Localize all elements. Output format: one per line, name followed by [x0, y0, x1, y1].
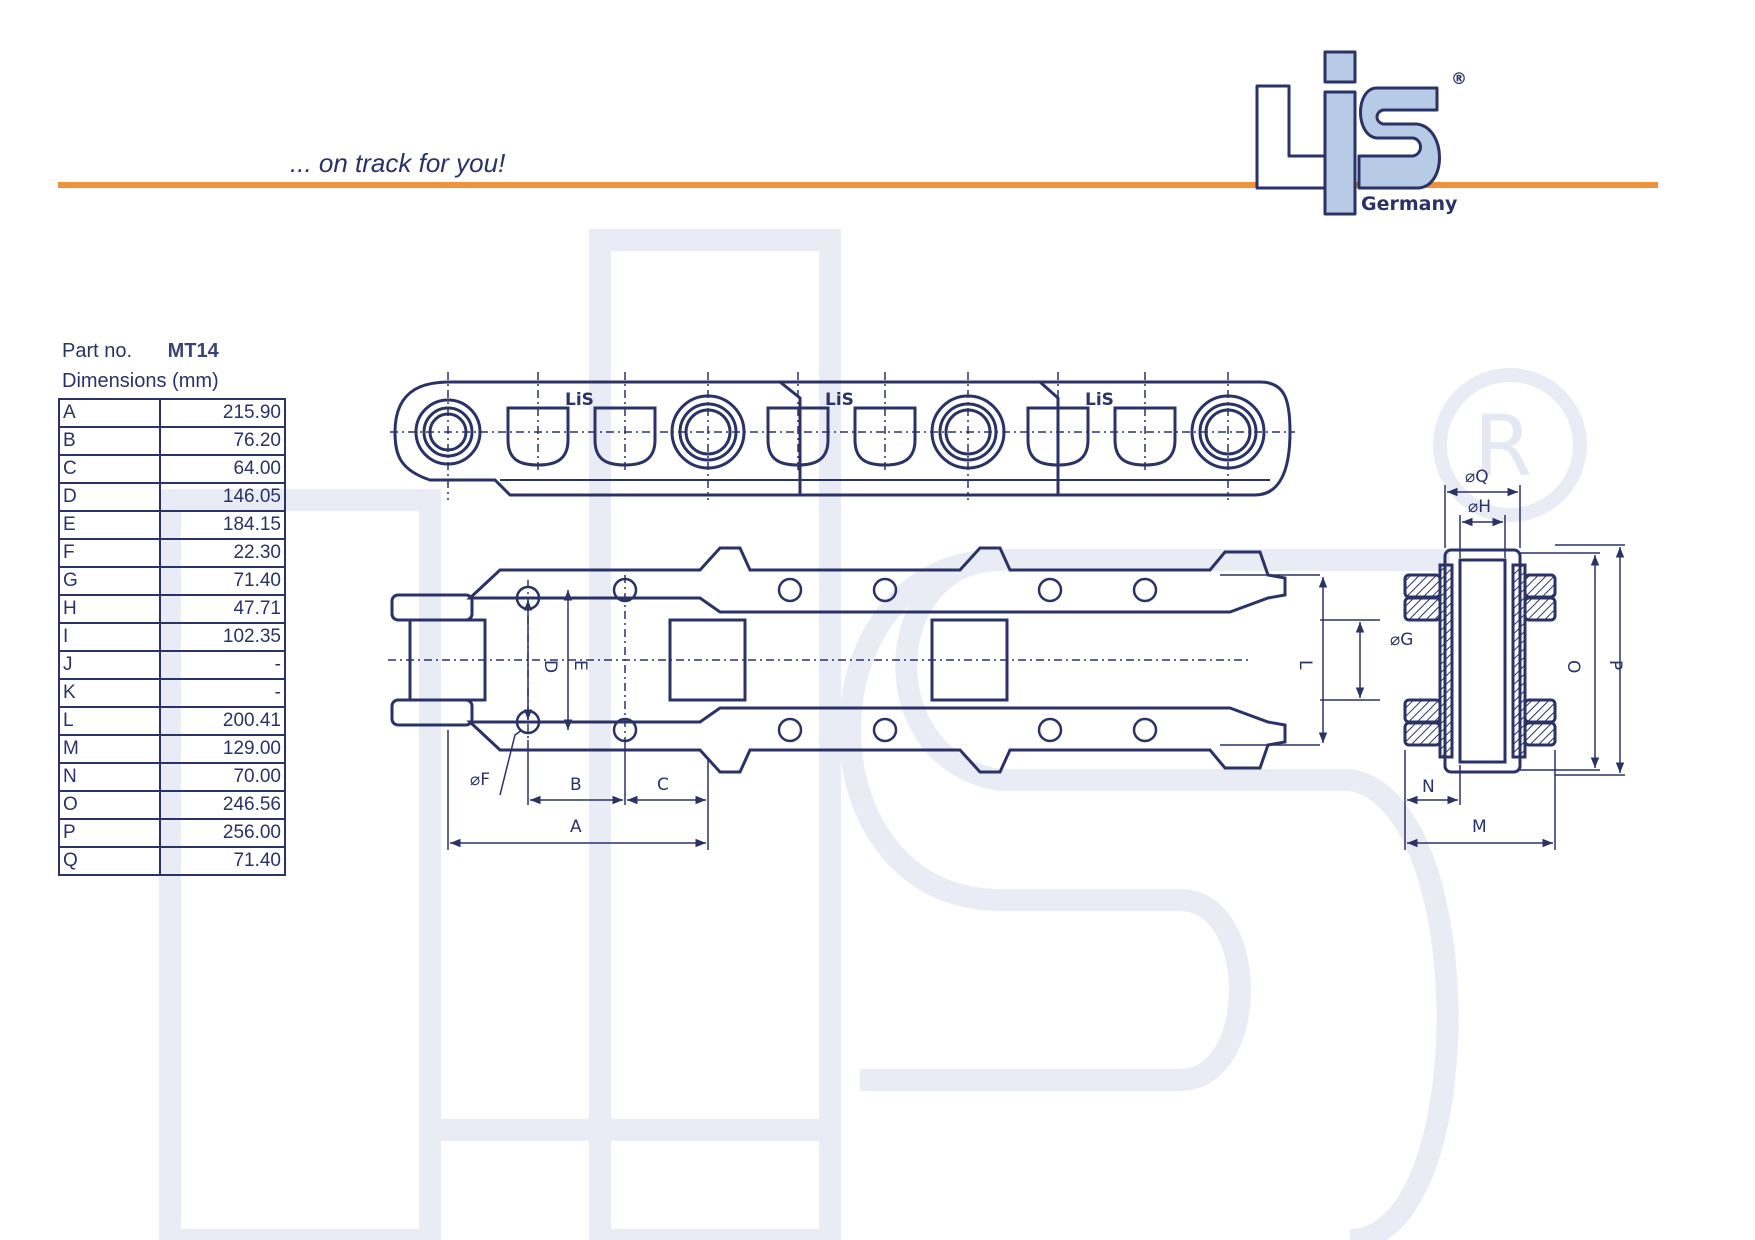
dim-label-g: ⌀G — [1390, 630, 1413, 650]
dim-value: 246.56 — [159, 790, 286, 820]
dim-key: G — [58, 566, 161, 596]
dim-value: 22.30 — [159, 538, 286, 568]
logo-subtitle: Germany — [1361, 193, 1458, 215]
dim-key: J — [58, 650, 161, 680]
dim-label-n: N — [1422, 777, 1435, 797]
link-mark-text: LiS — [825, 390, 854, 410]
dim-value: 256.00 — [159, 818, 286, 848]
cross-section-dimensions — [1404, 485, 1625, 850]
dim-label-q: ⌀Q — [1465, 467, 1489, 487]
dim-key: B — [58, 426, 161, 456]
dim-value: 102.35 — [159, 622, 286, 652]
dim-key: P — [58, 818, 161, 848]
dim-key: D — [58, 482, 161, 512]
table-row: J- — [58, 650, 286, 680]
dim-value: 71.40 — [159, 566, 286, 596]
dim-key: Q — [58, 846, 161, 876]
dim-label-l: L — [1295, 660, 1315, 670]
dim-label-p: P — [1605, 660, 1625, 670]
chain-top-view — [388, 546, 1287, 774]
dimension-lines — [447, 574, 1380, 850]
part-number-row: Part no. MT14 — [62, 340, 219, 363]
svg-text:R: R — [1474, 397, 1532, 495]
dim-value: 70.00 — [159, 762, 286, 792]
dimensions-title: Dimensions (mm) — [62, 370, 219, 392]
dim-label-m: M — [1472, 817, 1487, 837]
dim-value: 71.40 — [159, 846, 286, 876]
dim-label-h: ⌀H — [1468, 497, 1491, 517]
dim-key: O — [58, 790, 161, 820]
dim-key: L — [58, 706, 161, 736]
dim-key: C — [58, 454, 161, 484]
chain-cross-section — [1403, 548, 1557, 774]
dim-label-f: ⌀F — [470, 770, 490, 790]
dim-label-o: O — [1563, 660, 1583, 673]
link-mark-text: LiS — [565, 390, 594, 410]
dim-value: 76.20 — [159, 426, 286, 456]
logo-registered-mark: ® — [1451, 69, 1467, 88]
dim-label-d: D — [540, 660, 560, 673]
dim-key: I — [58, 622, 161, 652]
lis-germany-logo: ® Germany — [1255, 50, 1467, 216]
part-number-label: Part no. — [62, 340, 133, 362]
header-rule — [58, 182, 1658, 188]
dim-key: N — [58, 762, 161, 792]
dim-key: E — [58, 510, 161, 540]
dim-key: F — [58, 538, 161, 568]
dim-value: 47.71 — [159, 594, 286, 624]
part-number-value: MT14 — [167, 340, 219, 362]
dim-value: - — [159, 678, 286, 708]
dim-label-b: B — [570, 775, 582, 795]
dim-label-e: E — [570, 660, 590, 671]
link-mark-text: LiS — [1085, 390, 1114, 410]
dim-key: H — [58, 594, 161, 624]
tagline: ... on track for you! — [290, 148, 506, 178]
dim-value: 129.00 — [159, 734, 286, 764]
dim-value: - — [159, 650, 286, 680]
table-row: K- — [58, 678, 286, 708]
dim-value: 146.05 — [159, 482, 286, 512]
chain-side-view — [390, 372, 1295, 500]
dim-label-a: A — [570, 817, 582, 837]
dim-value: 184.15 — [159, 510, 286, 540]
dim-value: 200.41 — [159, 706, 286, 736]
dim-value: 215.90 — [159, 398, 286, 428]
dim-key: A — [58, 398, 161, 428]
dim-key: M — [58, 734, 161, 764]
dim-key: K — [58, 678, 161, 708]
dim-label-c: C — [657, 775, 669, 795]
dim-value: 64.00 — [159, 454, 286, 484]
